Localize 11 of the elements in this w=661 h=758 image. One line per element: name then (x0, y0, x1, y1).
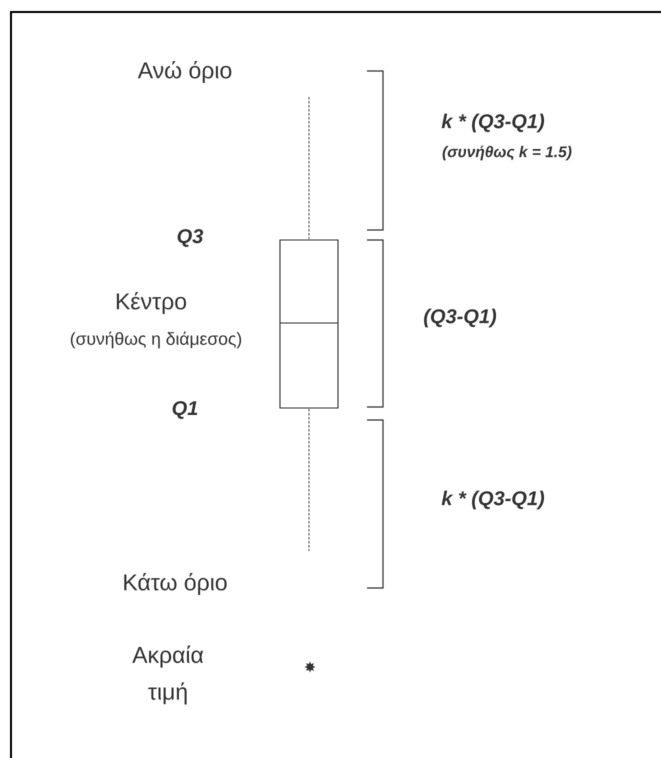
center-label: Κέντρο (116, 292, 186, 314)
range-formula: k * (Q3-Q1) (442, 490, 544, 510)
quartile-label: Q1 (172, 401, 198, 419)
quartile-label: Q3 (178, 229, 204, 247)
outlier-label: Ακραία τιμή (132, 646, 204, 704)
range-formula: k * (Q3-Q1) (442, 114, 544, 132)
note-text: (συνήθως η διάμεσος) (70, 332, 242, 348)
note-text: (συνήθως k = 1.5) (442, 146, 572, 160)
limit-label: Ανώ όριο (138, 60, 232, 84)
range-formula: (Q3-Q1) (424, 308, 496, 328)
limit-label: Κάτω όριο (124, 572, 227, 596)
